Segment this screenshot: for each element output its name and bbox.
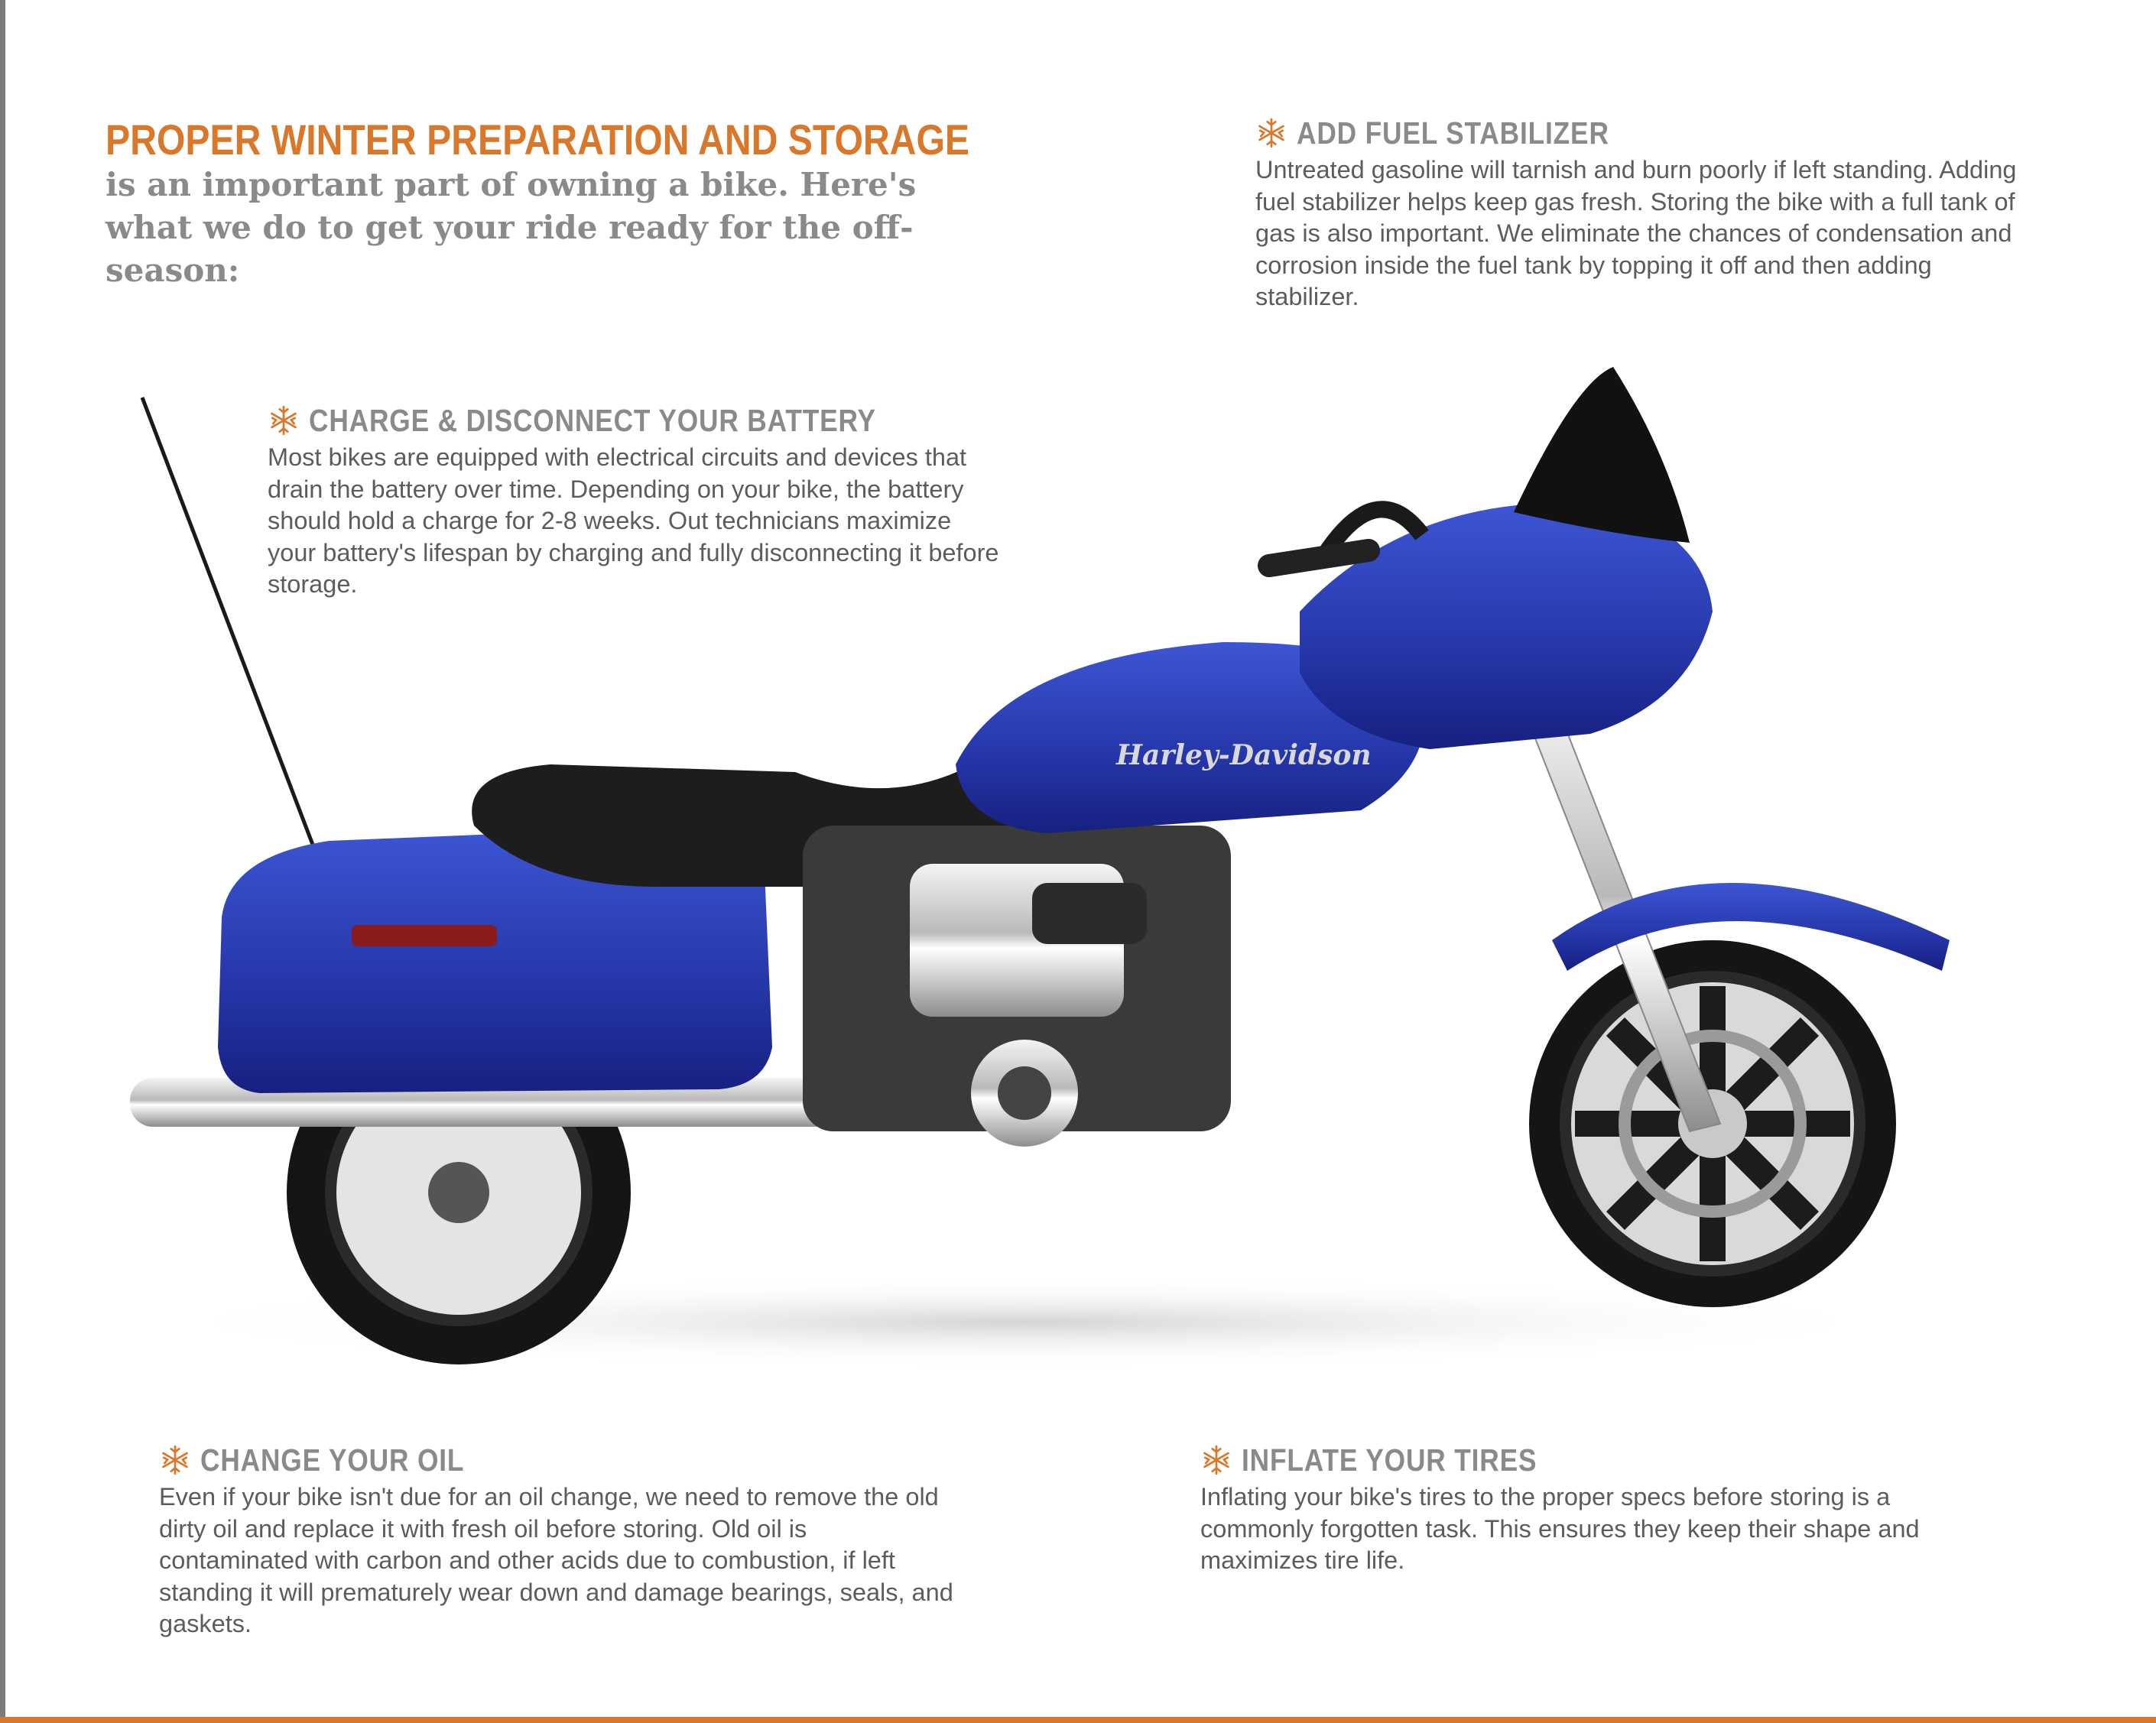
engine-graphic <box>803 826 1231 1147</box>
tip-fuel-stabilizer: ADD FUEL STABILIZER Untreated gasoline w… <box>1255 115 2020 313</box>
motorcycle-image: Harley-Davidson <box>130 367 1950 1368</box>
snowflake-icon <box>162 1445 188 1475</box>
tip-change-oil: CHANGE YOUR OIL Even if your bike isn't … <box>159 1442 962 1640</box>
tip-inflate-tires: INFLATE YOUR TIRES Inflating your bike's… <box>1200 1442 1965 1577</box>
intro-text: is an important part of owning a bike. H… <box>106 166 917 289</box>
tip-title: ADD FUEL STABILIZER <box>1297 115 1609 151</box>
tip-title: CHARGE & DISCONNECT YOUR BATTERY <box>309 403 876 438</box>
snowflake-icon <box>1258 118 1284 148</box>
tip-body: Inflating your bike's tires to the prope… <box>1200 1483 1920 1574</box>
left-edge-rule <box>0 0 5 1723</box>
tip-body: Untreated gasoline will tarnish and burn… <box>1255 156 2017 310</box>
page-headline: PROPER WINTER PREPARATION AND STORAGE <box>106 115 970 164</box>
snowflake-icon <box>271 405 297 436</box>
tip-body: Even if your bike isn't due for an oil c… <box>159 1483 953 1637</box>
bottom-accent-rule <box>0 1717 2156 1723</box>
svg-text:Harley-Davidson: Harley-Davidson <box>1115 739 1372 771</box>
snowflake-icon <box>1203 1445 1229 1475</box>
tip-title: CHANGE YOUR OIL <box>200 1442 465 1478</box>
tip-battery: CHARGE & DISCONNECT YOUR BATTERY Most bi… <box>268 402 1002 601</box>
tip-title: INFLATE YOUR TIRES <box>1242 1442 1537 1478</box>
tip-body: Most bikes are equipped with electrical … <box>268 443 999 598</box>
